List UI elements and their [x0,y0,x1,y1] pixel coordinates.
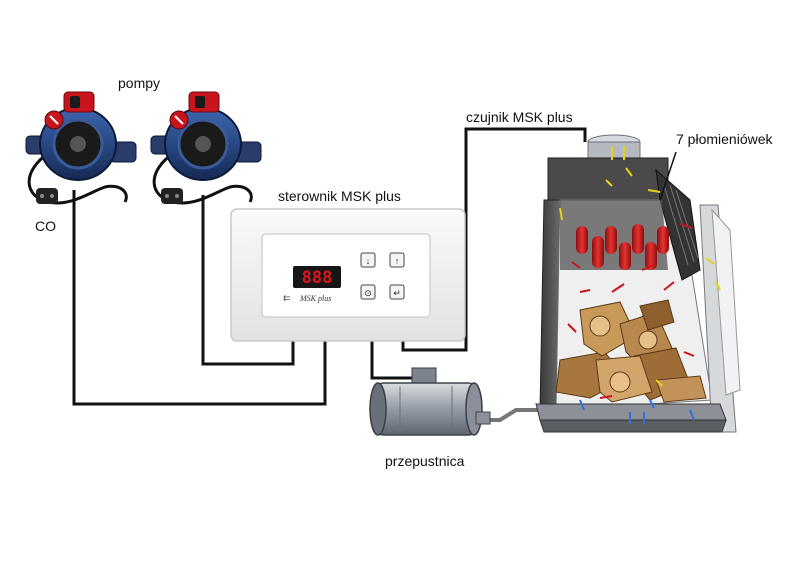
wire-co-pump [72,190,327,406]
label-controller: sterownik MSK plus [278,188,401,204]
controller-brand: MSK plus [299,294,331,303]
pump-co [25,91,137,205]
stove-cutaway [535,134,741,433]
wire-pump-2 [201,195,295,366]
controller-button-power[interactable]: ⊙ [360,284,376,300]
svg-text:↑: ↑ [395,256,400,266]
controller-front-panel [261,233,431,318]
controller-msk-plus: 888 MSK plus ⇇ ↓ ↑ ⊙ ↵ [230,208,466,342]
plug-icon [36,188,58,204]
flames-pointer [659,151,677,201]
flame-tubes [576,224,669,270]
label-flame-tubes: 7 płomieniówek [676,131,773,147]
wire-sensor [401,127,587,352]
label-pumps: pompy [118,75,161,91]
label-co: CO [35,218,56,234]
svg-text:↓: ↓ [366,256,371,266]
svg-text:↵: ↵ [393,288,401,298]
controller-button-up[interactable]: ↑ [389,252,405,268]
lcd-digits: 888 [302,268,333,288]
pump-2 [150,91,262,205]
label-damper: przepustnica [385,453,465,469]
wiring [72,127,587,422]
wire-damper-stove [482,408,540,422]
plug-icon [161,188,183,204]
airflow-arrows [559,146,721,424]
controller-button-enter[interactable]: ↵ [389,284,405,300]
brand-logo-icon: ⇇ [283,293,291,303]
pump-cable [27,150,128,205]
pump-cable [152,150,253,205]
label-sensor: czujnik MSK plus [466,109,573,125]
firewood [555,299,707,403]
wire-damper [370,340,413,380]
controller-button-down[interactable]: ↓ [360,252,376,268]
damper [369,367,491,436]
lcd-display [293,266,341,288]
svg-text:⊙: ⊙ [364,288,372,298]
